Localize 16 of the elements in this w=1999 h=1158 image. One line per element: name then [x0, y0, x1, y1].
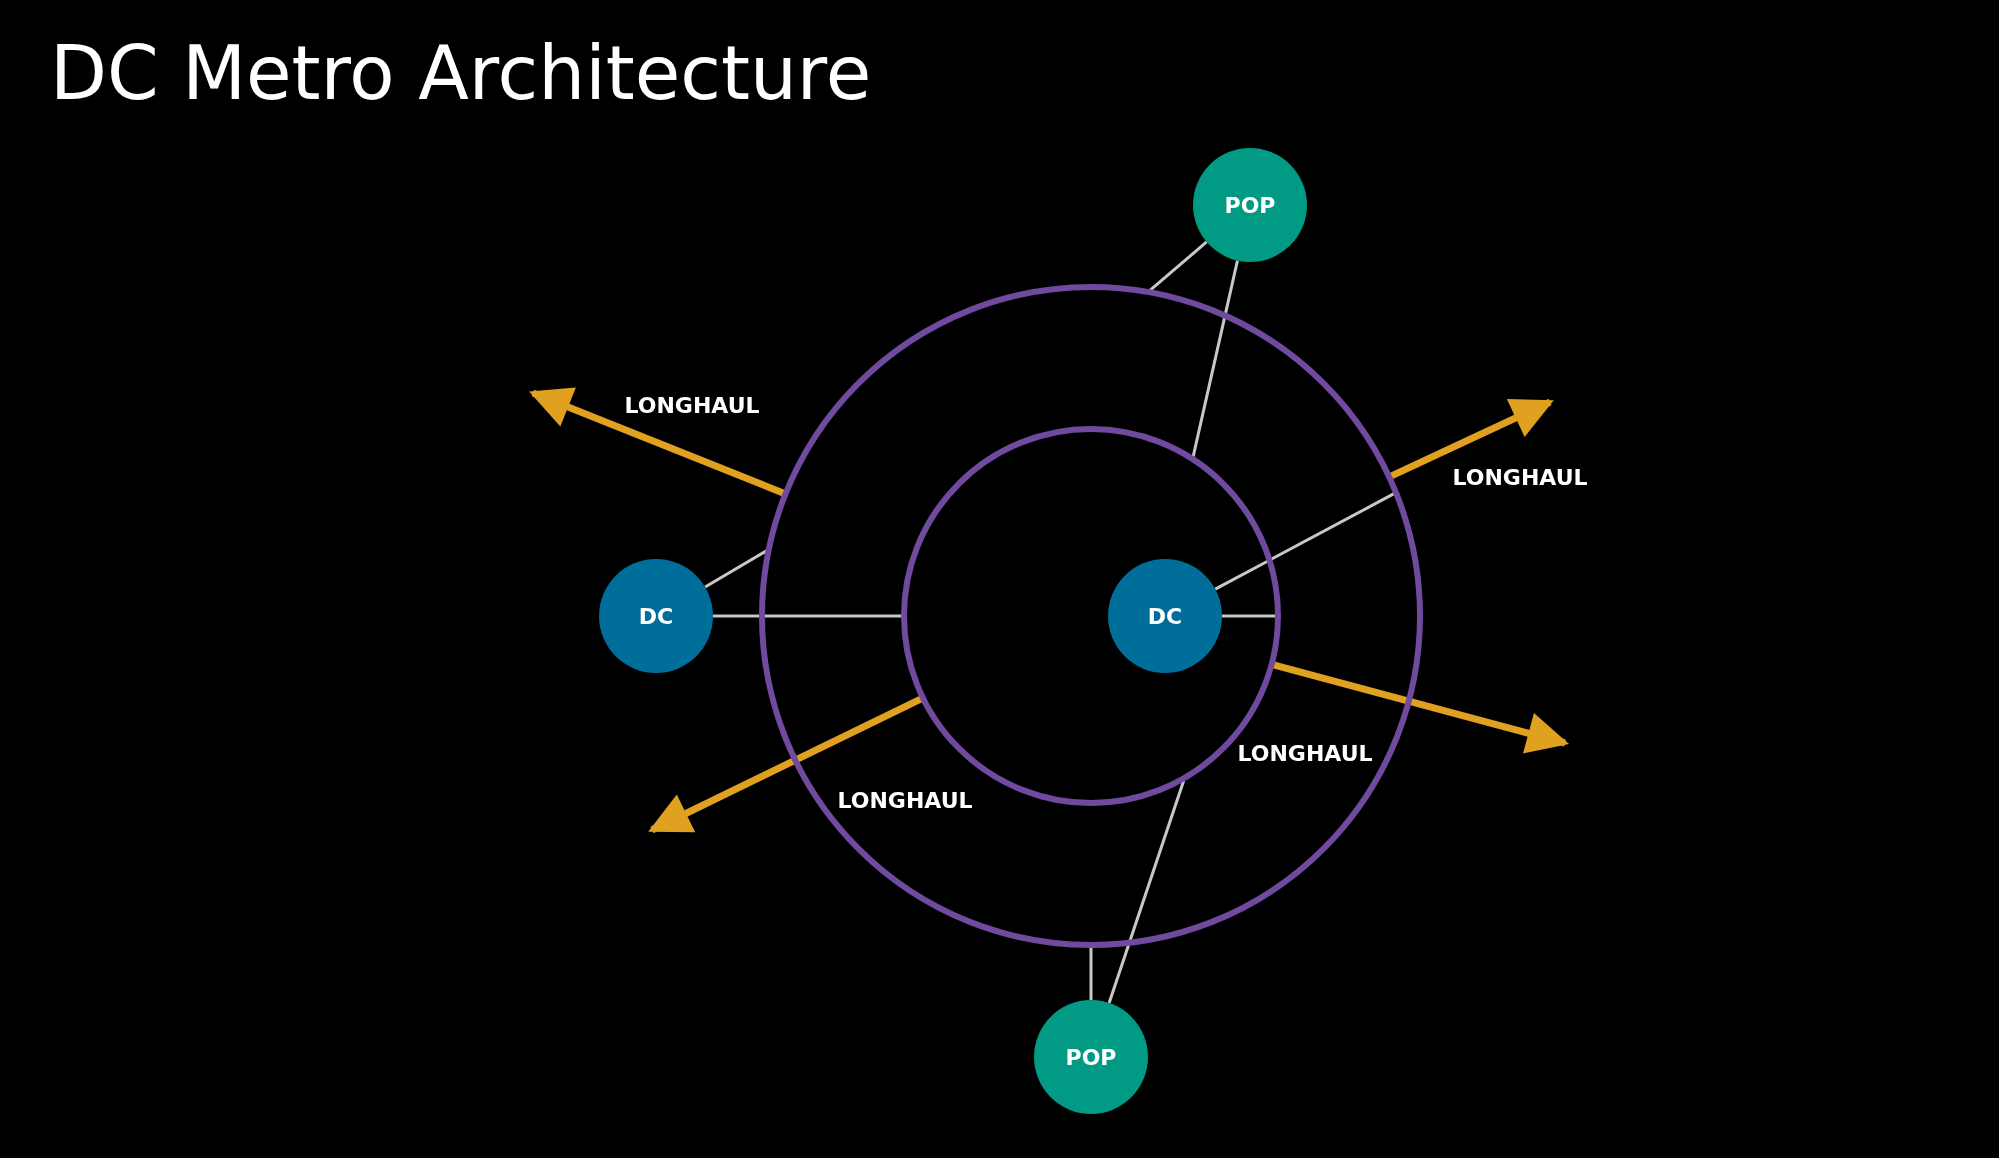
connector-line — [704, 549, 768, 589]
arrow — [1272, 661, 1570, 754]
connector-line — [1089, 947, 1093, 1000]
outer-ring — [759, 284, 1423, 948]
connector-line — [713, 614, 902, 618]
node-label: POP — [1224, 192, 1276, 218]
connector-line — [1148, 240, 1208, 292]
arrow — [1389, 398, 1554, 480]
arrow — [648, 695, 923, 834]
arrow — [529, 387, 785, 497]
connector-line — [1191, 260, 1239, 458]
connector-line — [1107, 780, 1186, 1004]
node-label: DC — [638, 603, 674, 629]
node-label: POP — [1065, 1044, 1117, 1070]
node-label: DC — [1147, 603, 1183, 629]
title: DC Metro Architecture — [50, 30, 872, 116]
